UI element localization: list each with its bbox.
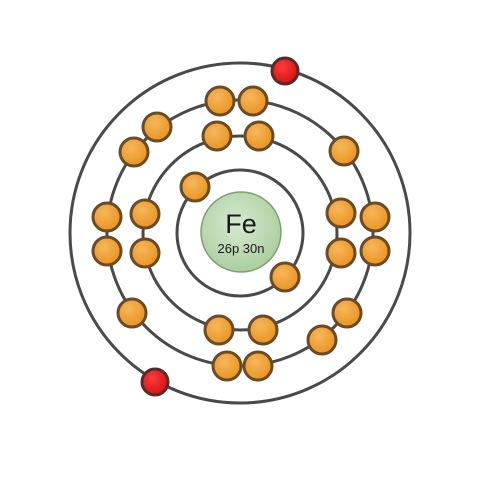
electrons-group — [91, 56, 391, 397]
electron — [359, 201, 391, 233]
valence-electron — [270, 56, 300, 86]
electron — [243, 120, 275, 152]
electron — [247, 314, 279, 346]
orbit-shell-2 — [141, 134, 339, 332]
nucleus: Fe 26p 30n — [200, 191, 282, 273]
electron — [129, 237, 161, 269]
electron — [359, 235, 391, 267]
orbit-shell-1 — [175, 168, 305, 298]
valence-electron — [140, 367, 170, 397]
electron — [201, 120, 233, 152]
electron — [328, 135, 360, 167]
electron — [141, 111, 173, 143]
electron — [204, 85, 236, 117]
electron — [325, 237, 357, 269]
electron — [203, 314, 235, 346]
electron — [211, 350, 243, 382]
nucleus-particle-counts: 26p 30n — [218, 241, 265, 256]
electron — [116, 297, 148, 329]
electron — [269, 261, 301, 293]
electron — [325, 197, 357, 229]
electron — [179, 171, 211, 203]
electron — [91, 235, 123, 267]
electron — [118, 136, 150, 168]
element-symbol: Fe — [225, 209, 257, 239]
electron — [331, 297, 363, 329]
nucleus-circle — [200, 191, 282, 273]
orbit-shell-4 — [68, 61, 412, 405]
electron — [237, 85, 269, 117]
electron — [91, 201, 123, 233]
electron — [306, 324, 338, 356]
electron — [242, 350, 274, 382]
electron — [129, 198, 161, 230]
